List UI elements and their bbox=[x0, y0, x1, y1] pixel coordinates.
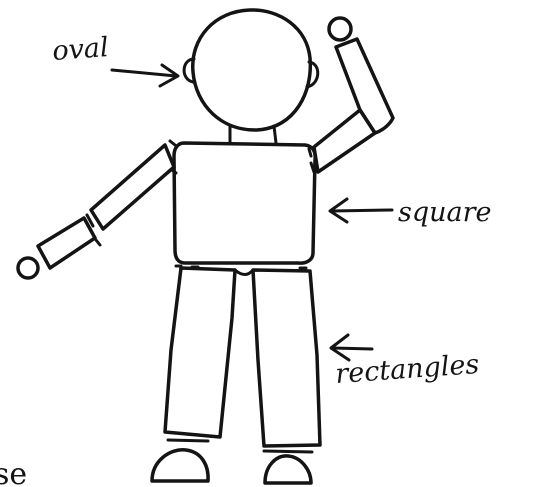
left-ear bbox=[182, 57, 196, 84]
elbow-left-marks bbox=[85, 213, 102, 247]
left-upper-arm bbox=[89, 143, 176, 231]
label-square: square bbox=[398, 197, 492, 228]
rectangles-arrow bbox=[329, 333, 374, 362]
label-oval: oval bbox=[51, 32, 109, 67]
ankle-marks bbox=[166, 438, 314, 454]
shoulder-left-marks bbox=[168, 139, 178, 175]
right-leg-rectangle bbox=[251, 268, 322, 448]
left-leg-rectangle bbox=[163, 266, 237, 439]
neck bbox=[228, 124, 278, 145]
label-rectangles: rectangles bbox=[334, 349, 480, 390]
torso-square bbox=[172, 141, 317, 265]
raised-forearm bbox=[334, 37, 395, 135]
head-oval bbox=[191, 8, 313, 132]
left-hand-circle bbox=[16, 256, 40, 280]
right-foot bbox=[263, 454, 313, 485]
raised-hand-circle bbox=[327, 16, 353, 42]
left-forearm bbox=[36, 216, 97, 270]
crotch-line bbox=[233, 268, 255, 276]
cropped-text-fragment: se bbox=[0, 457, 27, 487]
right-ear bbox=[305, 60, 320, 89]
shoulder-right-marks bbox=[307, 147, 316, 174]
oval-arrow bbox=[110, 63, 180, 88]
left-foot bbox=[150, 448, 210, 483]
square-arrow bbox=[328, 197, 394, 224]
